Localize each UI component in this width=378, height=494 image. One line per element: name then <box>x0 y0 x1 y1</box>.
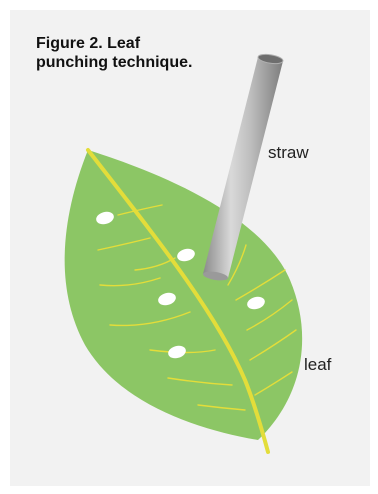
straw-label: straw <box>268 143 309 163</box>
leaf-shape <box>65 150 303 440</box>
leaf-label: leaf <box>304 355 331 375</box>
